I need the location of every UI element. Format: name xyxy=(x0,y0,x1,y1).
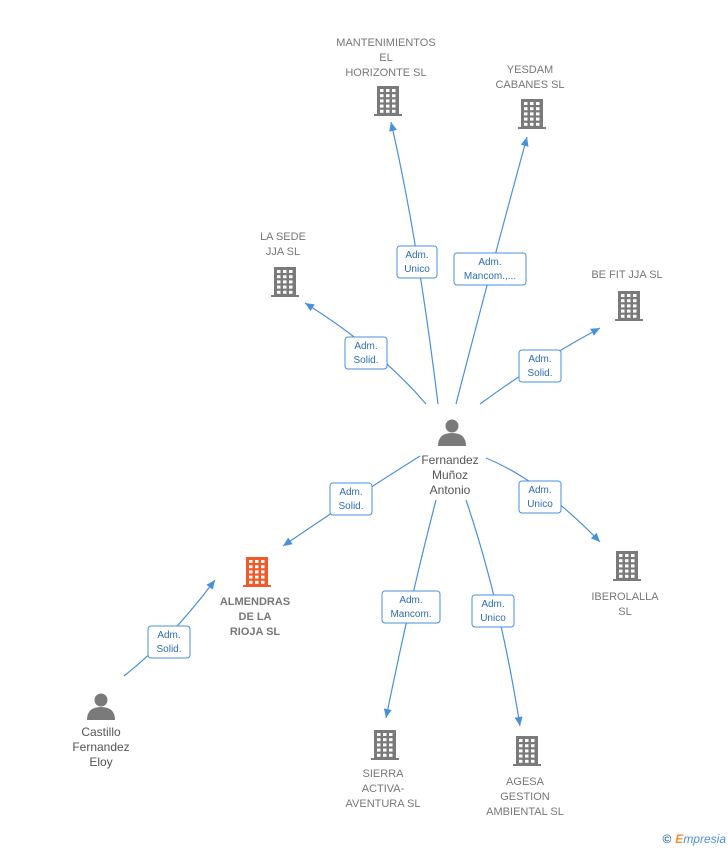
company-name: MANTENIMIENTOS xyxy=(336,37,435,49)
relation-label-text: Adm. xyxy=(157,630,180,641)
person-name: Antonio xyxy=(430,483,471,497)
company-name: AGESA xyxy=(506,776,545,788)
company-name: SIERRA xyxy=(363,768,405,780)
person-name: Fernandez xyxy=(421,453,478,467)
person-name: Fernandez xyxy=(72,740,129,754)
arrowhead xyxy=(283,537,293,546)
relation-label-box xyxy=(381,590,441,624)
company-name: IBEROLALLA xyxy=(591,591,659,603)
relation-label-text: Adm. xyxy=(528,354,551,365)
relation-label-text: Adm. xyxy=(528,485,551,496)
person-icon xyxy=(87,693,115,720)
company-node-sierra[interactable]: SIERRA ACTIVA- AVENTURA SL xyxy=(346,730,421,810)
person-name: Eloy xyxy=(89,755,112,769)
relation-label-text: Adm. xyxy=(405,250,428,261)
edges-layer xyxy=(123,121,601,727)
relation-label[interactable]: Adm. Solid. xyxy=(518,349,562,383)
company-name: RIOJA SL xyxy=(230,626,281,638)
relation-label-text: Adm. xyxy=(399,595,422,606)
relation-label-text: Unico xyxy=(527,499,553,510)
company-node-agesa[interactable]: AGESA GESTION AMBIENTAL SL xyxy=(486,736,564,818)
relation-label[interactable]: Adm. Unico xyxy=(471,594,515,628)
company-name: BE FIT JJA SL xyxy=(591,269,662,281)
company-node-almendras[interactable]: ALMENDRAS DE LA RIOJA SL xyxy=(220,557,290,638)
relation-label[interactable]: Adm. Mancom. xyxy=(381,590,441,624)
company-name: SL xyxy=(618,606,631,618)
brand-initial: E xyxy=(675,832,684,846)
company-node-yesdam[interactable]: YESDAM CABANES SL xyxy=(495,64,565,129)
relation-label-text: Mancom.,... xyxy=(464,271,516,282)
arrowhead xyxy=(383,708,392,718)
company-name: AVENTURA SL xyxy=(346,798,421,810)
relation-label-box xyxy=(518,349,562,383)
relation-label-text: Unico xyxy=(404,264,430,275)
relation-label-text: Solid. xyxy=(156,644,181,655)
nodes-layer: FernandezMuñozAntonioCastilloFernandezEl… xyxy=(72,37,662,818)
company-name: EL xyxy=(379,52,392,64)
company-name: JJA SL xyxy=(266,246,300,258)
building-icon xyxy=(513,736,541,766)
arrowhead xyxy=(389,122,397,132)
company-name: LA SEDE xyxy=(260,231,306,243)
relation-label-box xyxy=(329,482,373,516)
copyright-symbol: © xyxy=(662,832,672,846)
company-name: AMBIENTAL SL xyxy=(486,806,564,818)
building-icon xyxy=(613,551,641,581)
company-name: GESTION xyxy=(500,791,550,803)
person-name: Castillo xyxy=(81,725,121,739)
relation-label-box xyxy=(518,480,562,514)
company-name: DE LA xyxy=(239,611,272,623)
brand-name: mpresia xyxy=(683,832,726,846)
company-name: YESDAM xyxy=(507,64,553,76)
relation-label-text: Solid. xyxy=(353,355,378,366)
arrowhead xyxy=(206,580,215,590)
building-icon xyxy=(243,557,271,587)
relation-label-box xyxy=(147,625,191,659)
relation-label[interactable]: Adm. Unico xyxy=(396,245,438,279)
person-name: Muñoz xyxy=(432,468,468,482)
relation-label-text: Solid. xyxy=(338,501,363,512)
relation-label-box xyxy=(471,594,515,628)
relation-label-text: Solid. xyxy=(527,368,552,379)
arrowhead xyxy=(514,716,523,726)
building-icon xyxy=(374,86,402,116)
relation-label-text: Adm. xyxy=(339,487,362,498)
arrowhead xyxy=(590,328,600,336)
relation-label-text: Adm. xyxy=(481,599,504,610)
building-icon xyxy=(271,267,299,297)
company-node-iberolalla[interactable]: IBEROLALLA SL xyxy=(591,551,659,618)
building-icon xyxy=(371,730,399,760)
relation-label-text: Adm. xyxy=(478,257,501,268)
relation-label-box xyxy=(453,252,527,286)
company-node-la-sede[interactable]: LA SEDE JJA SL xyxy=(260,231,306,297)
arrowhead xyxy=(305,303,315,312)
arrowhead xyxy=(590,532,600,542)
relation-label-text: Mancom. xyxy=(390,609,431,620)
company-node-be-fit[interactable]: BE FIT JJA SL xyxy=(591,269,663,321)
relation-label[interactable]: Adm. Solid. xyxy=(147,625,191,659)
relation-label[interactable]: Adm. Mancom.,... xyxy=(453,252,527,286)
company-name: CABANES SL xyxy=(495,79,564,91)
company-name: HORIZONTE SL xyxy=(345,67,426,79)
relation-label-box xyxy=(344,336,388,370)
company-node-mantenimientos[interactable]: MANTENIMIENTOS EL HORIZONTE SL xyxy=(336,37,436,116)
relation-label[interactable]: Adm. Solid. xyxy=(344,336,388,370)
relation-label[interactable]: Adm. Solid. xyxy=(329,482,373,516)
building-icon xyxy=(518,99,546,129)
building-icon xyxy=(615,291,643,321)
company-name: ACTIVA- xyxy=(362,783,405,795)
company-name: ALMENDRAS xyxy=(220,596,290,608)
arrowhead xyxy=(520,137,529,147)
relation-label-text: Adm. xyxy=(354,341,377,352)
watermark: ©Empresia xyxy=(662,832,726,846)
person-icon xyxy=(438,419,466,446)
relation-label[interactable]: Adm. Unico xyxy=(518,480,562,514)
relation-label-text: Unico xyxy=(480,613,506,624)
relation-labels-layer: Adm.UnicoAdm.Mancom.,...Adm.Solid.Adm.So… xyxy=(147,245,562,659)
relation-label-box xyxy=(396,245,438,279)
